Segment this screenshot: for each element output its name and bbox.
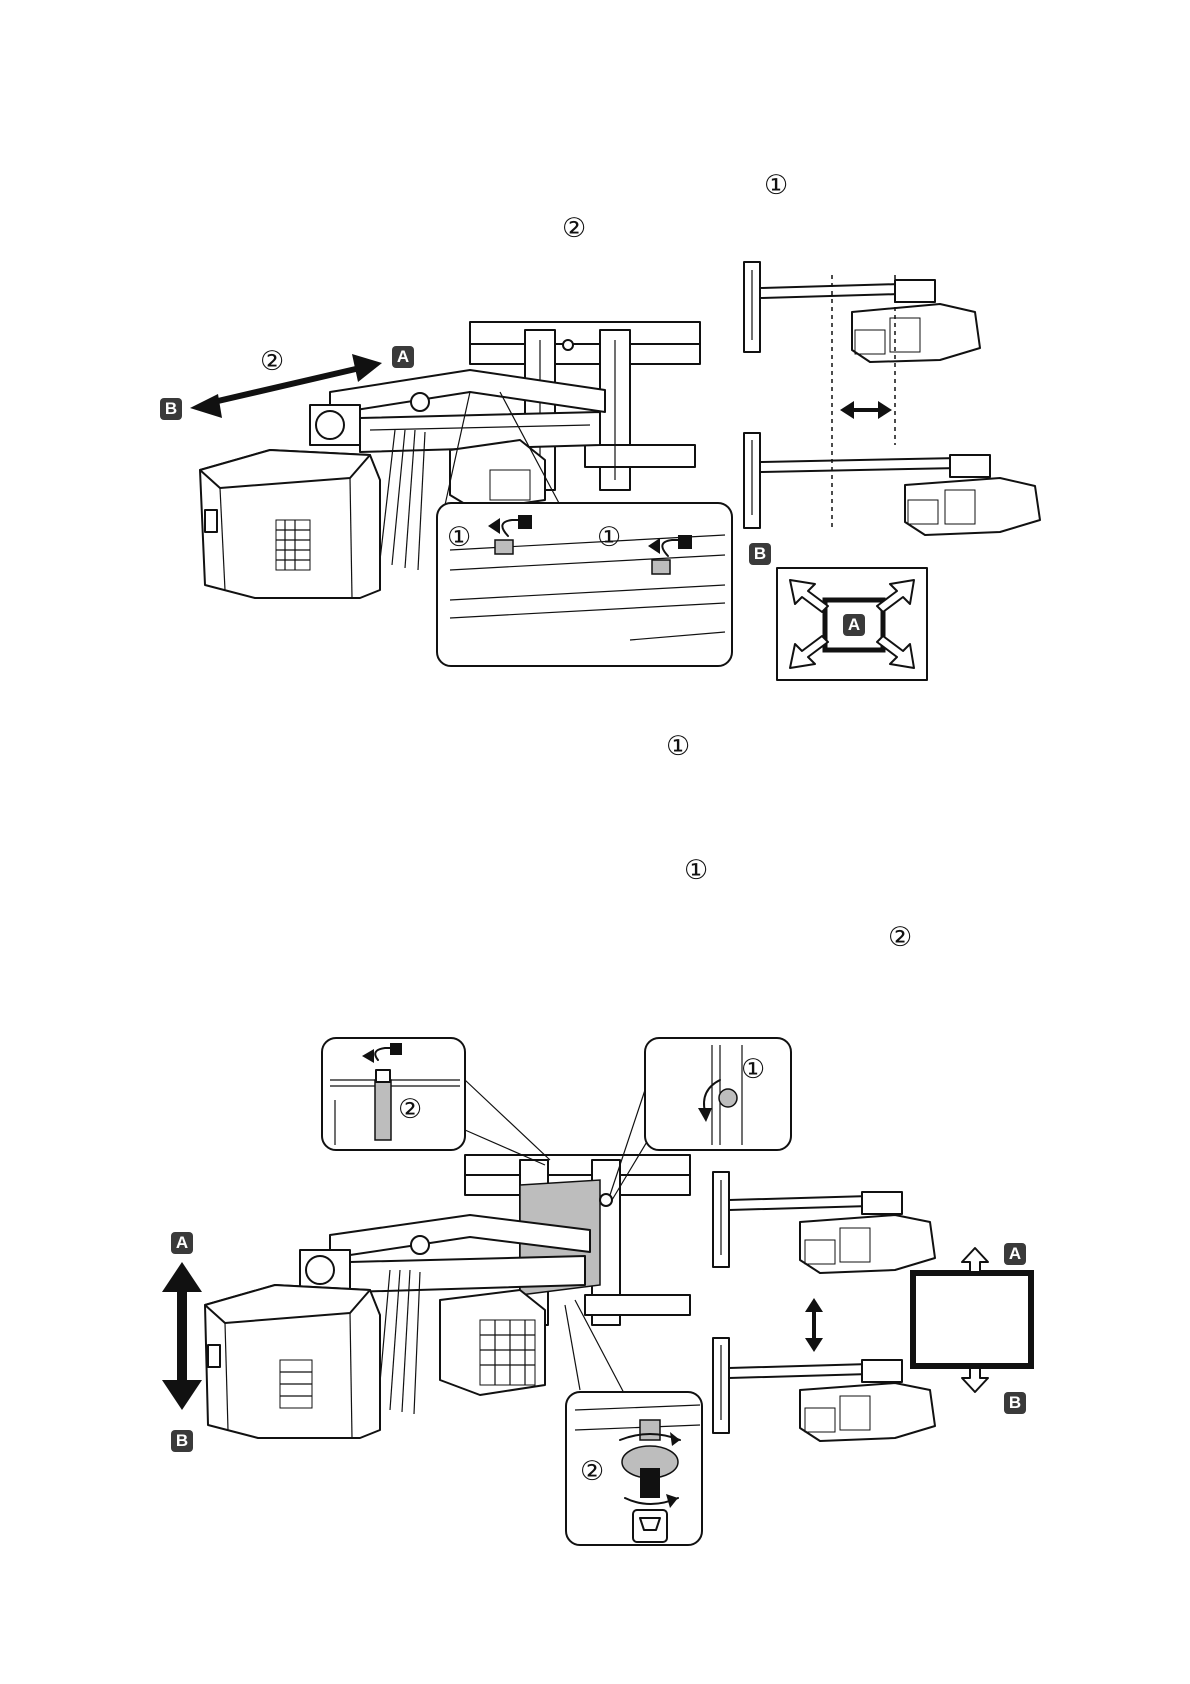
direction-label-b: B [171,1430,193,1452]
detail-step-2: ② [398,1096,422,1123]
detail-callout-top-screw [322,1038,550,1165]
screen-label-a: A [1004,1243,1026,1265]
projector-body [205,1285,545,1438]
direction-label-a: A [171,1232,193,1254]
screen-shift-icon [913,1248,1031,1392]
detail-step-2: ② [580,1458,604,1485]
detail-callout-bottom-nut [565,1300,702,1545]
vertical-direction-arrow [162,1262,202,1410]
side-view-position-1 [713,1172,935,1273]
side-view-position-2 [713,1338,935,1441]
side-view-vertical-arrow [805,1298,823,1352]
detail-step-1: ① [741,1056,765,1083]
screen-label-b: B [1004,1392,1026,1414]
